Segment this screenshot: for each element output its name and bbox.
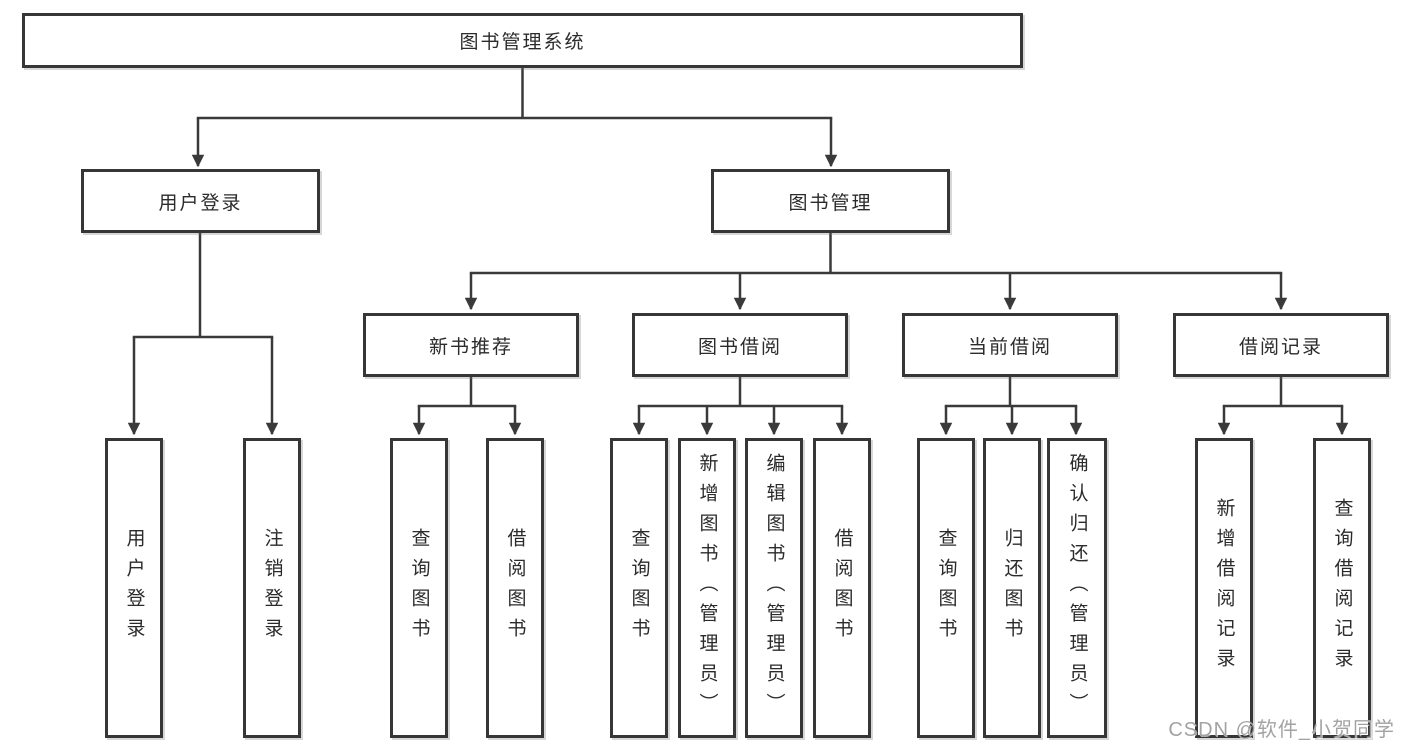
node-label: 注销登录 (261, 528, 283, 648)
node-label: 新书推荐 (428, 336, 513, 358)
node-label: 当前借阅 (967, 336, 1052, 358)
node-label: 查询图书 (408, 528, 430, 648)
node-label: 借阅图书 (831, 528, 853, 648)
node-current-return-books: 归还图书 (983, 438, 1041, 738)
node-label: 图书借阅 (697, 336, 782, 358)
node-label: 新增借阅记录 (1213, 498, 1235, 678)
node-book-management: 图书管理 (711, 169, 950, 233)
node-label: 查询图书 (628, 528, 650, 648)
node-borrowing-records: 借阅记录 (1173, 313, 1389, 377)
node-borrow-edit-books-admin: 编辑图书（管理员） (745, 438, 803, 738)
node-book-borrowing: 图书借阅 (632, 313, 848, 377)
node-label: 编辑图书（管理员） (763, 453, 785, 723)
node-label: 用户登录 (158, 192, 243, 214)
node-label: 查询图书 (935, 528, 957, 648)
node-new-book-recommend: 新书推荐 (363, 313, 579, 377)
node-label: 图书管理 (788, 192, 873, 214)
node-label: 确认归还（管理员） (1066, 453, 1088, 723)
node-root-system: 图书管理系统 (22, 13, 1023, 68)
node-rec-borrow-books: 借阅图书 (486, 438, 544, 738)
node-records-query-record: 查询借阅记录 (1313, 438, 1371, 738)
connector-trunks (132, 66, 1344, 408)
node-label: 借阅记录 (1238, 336, 1323, 358)
node-label: 新增图书（管理员） (696, 453, 718, 723)
node-borrow-query-books: 查询图书 (610, 438, 668, 738)
node-label: 借阅图书 (504, 528, 526, 648)
node-borrow-add-books-admin: 新增图书（管理员） (678, 438, 736, 738)
node-current-borrowing: 当前借阅 (902, 313, 1118, 377)
node-label: 用户登录 (123, 528, 145, 648)
node-borrow-borrow-books: 借阅图书 (813, 438, 871, 738)
node-current-query-books: 查询图书 (917, 438, 975, 738)
node-user-login-group: 用户登录 (81, 169, 320, 233)
node-user-login-action: 用户登录 (105, 438, 163, 738)
node-label: 查询借阅记录 (1331, 498, 1353, 678)
node-rec-query-books: 查询图书 (390, 438, 448, 738)
csdn-watermark: CSDN @软件_小贺同学 (1168, 719, 1395, 741)
node-label: 归还图书 (1001, 528, 1023, 648)
node-current-confirm-return-admin: 确认归还（管理员） (1047, 438, 1107, 738)
node-label: 图书管理系统 (459, 32, 586, 53)
node-logout-action: 注销登录 (243, 438, 301, 738)
node-records-add-record: 新增借阅记录 (1195, 438, 1253, 738)
